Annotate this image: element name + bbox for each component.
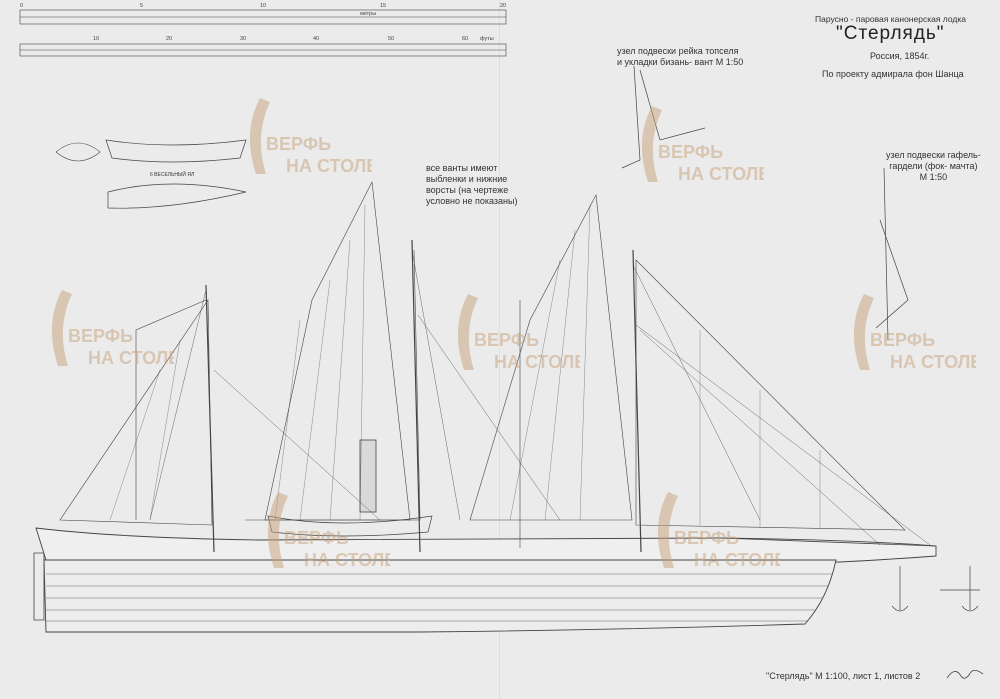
scale-top-tick: 10 xyxy=(260,3,267,9)
country-year: Россия, 1854г. xyxy=(870,51,930,61)
scale-top-tick: 5 xyxy=(140,3,144,9)
topsail-detail-note: узел подвески рейка топселя и укладки би… xyxy=(617,46,744,67)
watermark-logo: ВЕРФЬ НА СТОЛЕ xyxy=(457,294,580,372)
scale-top-tick: 15 xyxy=(380,3,387,9)
watermark-line2: НА СТОЛЕ xyxy=(286,156,372,176)
watermark-line1: ВЕРФЬ xyxy=(474,330,539,350)
watermark-logo: ВЕРФЬ НА СТОЛЕ xyxy=(641,106,764,184)
scale-bottom-tick: 60 xyxy=(462,36,469,42)
scale-bottom-tick: 20 xyxy=(166,36,173,42)
scale-top-tick: 0 xyxy=(20,3,24,9)
watermark-line1: ВЕРФЬ xyxy=(68,326,133,346)
watermark-line1: ВЕРФЬ xyxy=(674,528,739,548)
shrouds-note: все ванты имеют выбленки и нижние ворсты… xyxy=(426,163,518,206)
scale-bottom-tick: 40 xyxy=(313,36,320,42)
watermark-logo: ВЕРФЬ НА СТОЛЕ xyxy=(51,290,174,368)
author-signature xyxy=(946,670,984,679)
watermark-line2: НА СТОЛЕ xyxy=(304,550,390,570)
watermark-line2: НА СТОЛЕ xyxy=(678,164,764,184)
watermark-line1: ВЕРФЬ xyxy=(284,528,349,548)
watermark-line1: ВЕРФЬ xyxy=(266,134,331,154)
scale-bottom-tick: 10 xyxy=(93,36,100,42)
watermark-logo: ВЕРФЬ НА СТОЛЕ xyxy=(267,492,390,570)
page-fold xyxy=(499,0,501,699)
scale-bottom-tick: 50 xyxy=(388,36,395,42)
watermark-logo: ВЕРФЬ НА СТОЛЕ xyxy=(657,492,780,570)
watermark-line1: ВЕРФЬ xyxy=(870,330,935,350)
vessel-name: "Стерлядь" xyxy=(836,23,945,44)
scale-bar-graphic xyxy=(19,9,507,57)
watermark-line2: НА СТОЛЕ xyxy=(890,352,976,372)
watermark-line2: НА СТОЛЕ xyxy=(88,348,174,368)
watermark-line2: НА СТОЛЕ xyxy=(694,550,780,570)
scale-bottom-unit: футы xyxy=(480,36,494,42)
scale-top-unit: метры xyxy=(360,11,377,17)
watermark-logo: ВЕРФЬ НА СТОЛЕ xyxy=(249,98,372,176)
project-author: По проекту адмирала фон Шанца xyxy=(822,69,964,79)
sheet-caption: "Стерлядь" М 1:100, лист 1, листов 2 xyxy=(766,671,921,681)
gaff-detail-note: узел подвески гафель- гардели (фок- мачт… xyxy=(886,150,981,182)
boat-label: 6 ВЕСЕЛЬНЫЙ ЯЛ xyxy=(150,172,195,178)
watermark-logo: ВЕРФЬ НА СТОЛЕ xyxy=(853,294,976,372)
vessel-type: Парусно - паровая канонерская лодка xyxy=(815,14,966,24)
scale-top-tick: 20 xyxy=(500,3,507,9)
watermark-line1: ВЕРФЬ xyxy=(658,142,723,162)
watermark-line2: НА СТОЛЕ xyxy=(494,352,580,372)
scale-bottom-tick: 30 xyxy=(240,36,247,42)
